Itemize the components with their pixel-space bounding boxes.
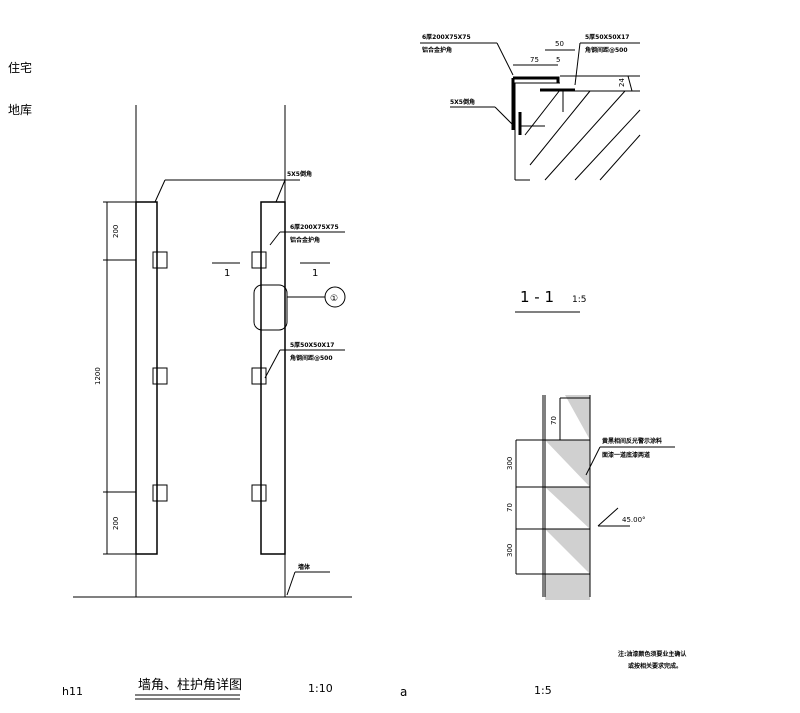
- residence-label: 住宅: [8, 60, 32, 75]
- drawing-number: h11: [62, 685, 83, 698]
- chamfer-label: 5X5倒角: [287, 170, 312, 178]
- wall-note: 墙体: [298, 563, 311, 571]
- stripe-note-2: 面漆一道底漆两道: [602, 451, 650, 459]
- section-angle-steel-label: 5厚50X50X17: [585, 33, 629, 41]
- dim-stripe-top: 70: [550, 416, 558, 425]
- dim-stripe-c: 300: [506, 544, 514, 557]
- detail-scale: 1:5: [534, 684, 552, 697]
- angle-steel-note: 角钢间距@500: [290, 354, 333, 362]
- section-chamfer-label: 5X5倒角: [450, 98, 475, 106]
- section-scale: 1:5: [572, 295, 586, 305]
- dim-50: 50: [555, 40, 564, 48]
- note-2: 或按相关要求完成。: [628, 662, 682, 670]
- stripe-note-1: 黄黑相间反光警示涂料: [602, 437, 662, 445]
- section-angle-profile-label: 6厚200X75X75: [422, 33, 471, 41]
- drawing-scale: 1:10: [308, 682, 333, 695]
- section-angle-steel-note: 角钢间距@500: [585, 46, 628, 54]
- section-title: 1 - 1: [520, 288, 554, 306]
- angle-profile-note: 铝合金护角: [290, 236, 320, 244]
- dim-24: 24: [618, 78, 626, 87]
- dim-stripe-b: 70: [506, 503, 514, 512]
- dim-bottom: 200: [112, 517, 120, 530]
- section-1-1: 24 75 50 5 6厚200X75X75 铝合金护角 5厚50X50X17 …: [420, 33, 641, 313]
- section-angle-profile-note: 铝合金护角: [422, 46, 452, 54]
- dim-stripe-a: 300: [506, 457, 514, 470]
- detail-mark: a: [400, 685, 407, 699]
- dim-75: 75: [530, 56, 539, 64]
- detail-callout-circle: [324, 286, 346, 308]
- section-mark-right: 1: [312, 268, 318, 279]
- note-1: 注:油漆颜色须要业主确认: [618, 650, 687, 658]
- dim-5: 5: [556, 56, 560, 64]
- section-mark-left: 1: [224, 268, 230, 279]
- angle-label: 45.00°: [622, 516, 646, 524]
- drawing-title: 墙角、柱护角详图: [138, 678, 242, 693]
- dim-middle: 1200: [94, 367, 102, 385]
- detail-callout: ①: [330, 294, 338, 304]
- elevation-view: 200 1200 200 5X5倒角 6厚200X75X75 铝合金护角 5厚5…: [73, 105, 352, 598]
- basement-label: 地库: [8, 102, 32, 117]
- stripe-detail: 70 300 70 300 黄黑相间反光警示涂料 面漆一道底漆两道 45.00°…: [506, 395, 687, 670]
- angle-profile-label: 6厚200X75X75: [290, 223, 339, 231]
- dim-top: 200: [112, 225, 120, 238]
- angle-steel-label: 5厚50X50X17: [290, 341, 334, 349]
